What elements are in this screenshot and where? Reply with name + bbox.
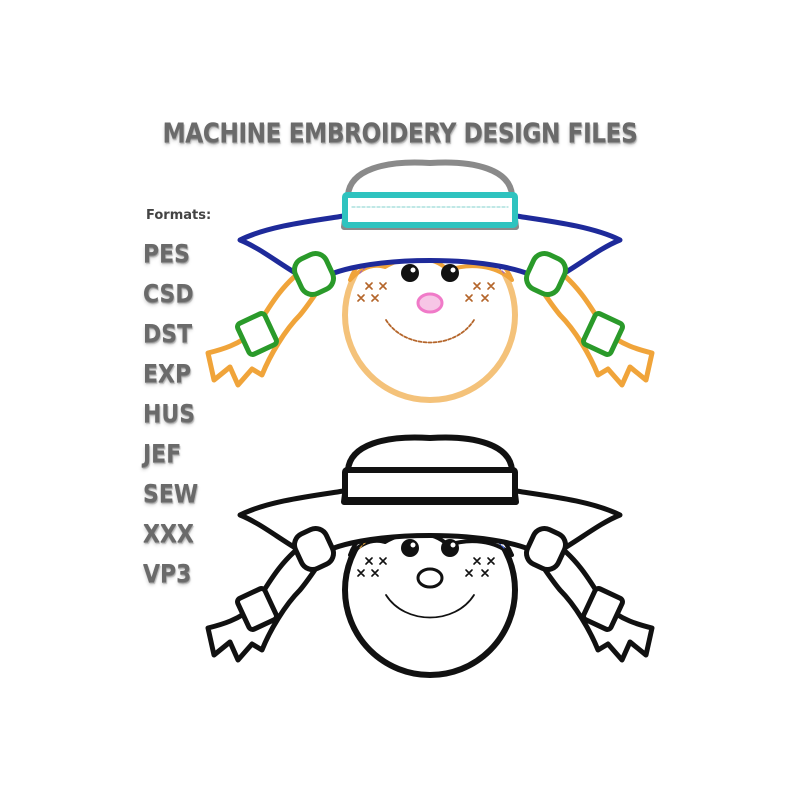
freckles [357, 557, 495, 577]
format-jef: JEF [143, 439, 182, 468]
outline-girl-face-illustration [205, 434, 655, 678]
format-sew: SEW [143, 479, 199, 508]
hat-band [342, 467, 518, 503]
format-list: PES CSD DST EXP HUS JEF SEW XXX VP3 [143, 236, 206, 596]
right-hair-tie-upper [524, 526, 568, 572]
colored-girl-face-illustration [205, 159, 655, 403]
right-eye [441, 264, 459, 282]
left-hair-tie-upper [292, 251, 336, 297]
freckles [357, 282, 495, 302]
hat-band [342, 192, 518, 228]
page-title: MACHINE EMBROIDERY DESIGN FILES [162, 118, 638, 149]
nose [416, 567, 444, 589]
left-hair-tie-lower [235, 586, 279, 632]
smile [385, 594, 475, 619]
left-eye [401, 264, 419, 282]
format-pes: PES [143, 239, 190, 268]
format-hus: HUS [143, 399, 196, 428]
formats-label: Formats: [146, 208, 212, 223]
smile [385, 319, 475, 344]
format-xxx: XXX [143, 519, 194, 548]
format-exp: EXP [143, 359, 192, 388]
right-hair-tie-lower [581, 311, 625, 357]
format-vp3: VP3 [143, 559, 192, 588]
left-eye [401, 539, 419, 557]
right-hair-tie-upper [524, 251, 568, 297]
format-dst: DST [143, 319, 193, 348]
left-hair-tie-lower [235, 311, 279, 357]
format-csd: CSD [143, 279, 194, 308]
right-eye [441, 539, 459, 557]
nose [416, 292, 444, 314]
right-hair-tie-lower [581, 586, 625, 632]
left-hair-tie-upper [292, 526, 336, 572]
